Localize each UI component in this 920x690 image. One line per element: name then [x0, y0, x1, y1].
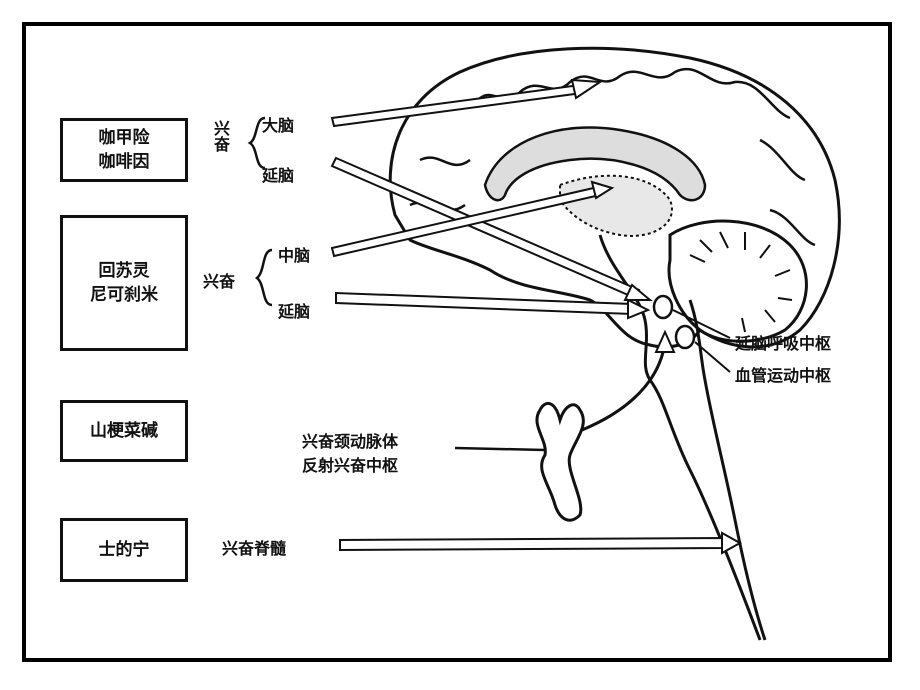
brace-1 [247, 116, 266, 170]
vasomotor-center [674, 324, 696, 350]
drug-box-xanthines: 咖甲险 咖啡因 [60, 118, 188, 182]
label-respiratory-center: 延脑呼吸中枢 [735, 334, 832, 353]
carotid-leader [454, 446, 546, 452]
label-carotid-line2: 反射兴奋中枢 [302, 456, 399, 475]
figure-frame [22, 22, 892, 662]
respiratory-leader [672, 309, 731, 339]
carotid-reflex-arrowhead [654, 329, 676, 353]
respiratory-center [652, 294, 674, 320]
drug-huisuling: 回苏灵 [98, 261, 150, 281]
label-medulla-1: 延脑 [262, 166, 295, 185]
label-carotid-line1: 兴奋颈动脉体 [302, 432, 399, 451]
label-medulla-2: 延脑 [278, 302, 311, 321]
vasomotor-leader [694, 341, 731, 373]
arrow-spinal [339, 531, 743, 555]
cerebellum-folia [689, 231, 793, 333]
drug-strychnine: 士的宁 [98, 540, 150, 560]
arrow-medulla-1 [330, 156, 653, 301]
arrow-cerebrum [330, 78, 603, 128]
label-excite-b: 兴奋 [203, 272, 236, 291]
drug-box-strychnine: 士的宁 [60, 518, 188, 582]
drug-caffeine: 咖啡因 [98, 152, 150, 172]
label-excite-vertical-a: 兴奋 [211, 120, 230, 152]
corpus-callosum [483, 126, 707, 202]
label-cerebrum: 大脑 [262, 116, 295, 135]
drug-lobeline: 山梗菜碱 [90, 421, 158, 441]
label-vasomotor-center: 血管运动中枢 [735, 366, 832, 385]
arrow-midbrain [330, 180, 615, 258]
label-midbrain: 中脑 [278, 246, 311, 265]
drug-box-lobeline: 山梗菜碱 [60, 400, 188, 462]
drug-box-analeptics: 回苏灵 尼可刹米 [60, 215, 188, 351]
carotid-body [535, 402, 585, 522]
carotid-reflex-arrow [581, 341, 667, 432]
arrow-medulla-2 [335, 291, 651, 320]
drug-nikethamide: 尼可刹米 [90, 285, 158, 305]
cerebellum [667, 219, 808, 343]
drug-xanthine-1: 咖甲险 [98, 128, 150, 148]
brace-2 [254, 248, 273, 307]
label-spinal: 兴奋脊髓 [222, 539, 287, 558]
